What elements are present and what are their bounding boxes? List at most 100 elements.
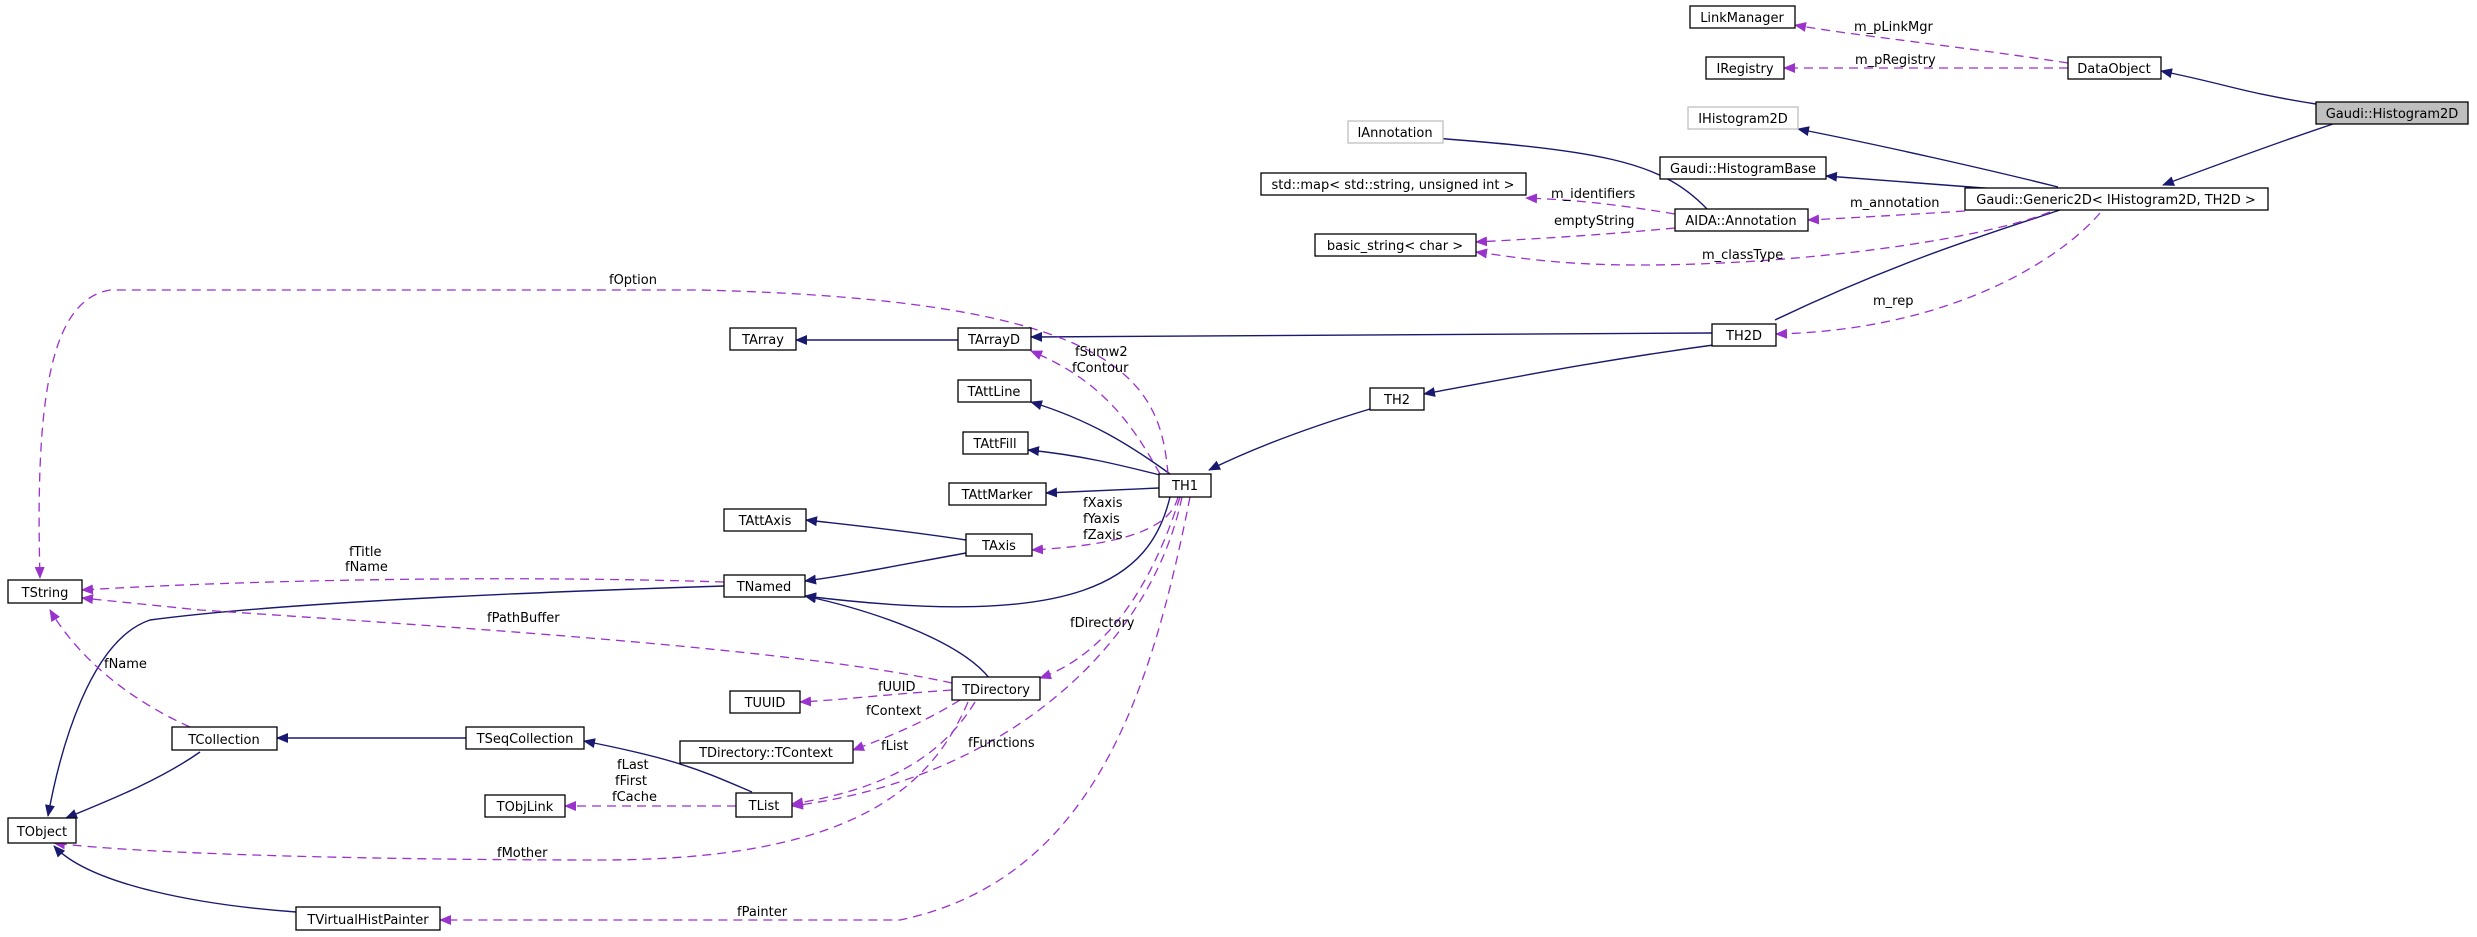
- edge-fMother: [53, 701, 969, 861]
- label-m_annotation: m_annotation: [1850, 196, 1940, 211]
- node-tattmarker[interactable]: TAttMarker: [948, 482, 1047, 506]
- node-label: Gaudi::Histogram2D: [2326, 107, 2459, 122]
- edge-th1-to-tattfill: [1027, 446, 1161, 476]
- node-gaudi-histogram2d[interactable]: Gaudi::Histogram2D: [2315, 101, 2469, 125]
- node-label: TAttAxis: [738, 514, 792, 529]
- node-tstring[interactable]: TString: [7, 579, 83, 604]
- label-fPainter: fPainter: [737, 905, 788, 920]
- inheritance-edges: [45, 68, 2334, 913]
- label-fDirectory: fDirectory: [1070, 616, 1135, 631]
- label-fContext: fContext: [866, 704, 922, 719]
- node-label: TVirtualHistPainter: [306, 913, 429, 928]
- edge-fFunctions: [791, 496, 1183, 810]
- node-tdirectory-tcontext[interactable]: TDirectory::TContext: [679, 740, 854, 764]
- node-label: IHistogram2D: [1698, 112, 1788, 127]
- node-tattaxis[interactable]: TAttAxis: [723, 508, 807, 532]
- node-label: AIDA::Annotation: [1685, 214, 1796, 229]
- node-tobjlink[interactable]: TObjLink: [484, 794, 566, 818]
- node-tseqcollection[interactable]: TSeqCollection: [465, 726, 585, 750]
- label-fUUID: fUUID: [878, 680, 915, 695]
- node-label: TAttMarker: [961, 488, 1033, 503]
- nodes: Gaudi::Histogram2D DataObject LinkManage…: [7, 5, 2469, 931]
- node-label: TNamed: [736, 580, 792, 595]
- node-label: TH1: [1171, 479, 1198, 494]
- node-tarray[interactable]: TArray: [729, 327, 797, 351]
- node-tattfill[interactable]: TAttFill: [962, 431, 1029, 455]
- edge-tdirectory-to-tnamed: [804, 593, 991, 680]
- label-fFunctions: fFunctions: [968, 736, 1035, 751]
- node-basic-string[interactable]: basic_string< char >: [1314, 233, 1477, 257]
- edge-fPathBuffer: [81, 594, 953, 684]
- edge-emptyString: [1475, 227, 1676, 247]
- edge-tvirtualhistpainter-to-tobject: [53, 845, 297, 913]
- node-label: TAttLine: [967, 385, 1021, 400]
- node-th1[interactable]: TH1: [1158, 473, 1212, 498]
- node-tobject[interactable]: TObject: [7, 817, 77, 844]
- edge-th1-to-tattmarker: [1045, 487, 1160, 498]
- node-th2d[interactable]: TH2D: [1711, 323, 1777, 347]
- edge-generic2d-to-ihistogram2d: [1797, 126, 2059, 188]
- label-fFirst: fFirst: [615, 774, 647, 789]
- node-iannotation[interactable]: IAnnotation: [1347, 120, 1444, 144]
- node-tcollection[interactable]: TCollection: [171, 726, 278, 751]
- node-label: TArrayD: [967, 333, 1020, 348]
- node-label: TString: [21, 586, 69, 601]
- label-fPathBuffer: fPathBuffer: [487, 611, 560, 626]
- edge-m_annotation: [1807, 210, 1966, 225]
- node-aida-annotation[interactable]: AIDA::Annotation: [1674, 208, 1809, 232]
- label-fYaxis: fYaxis: [1083, 512, 1120, 527]
- node-taxis[interactable]: TAxis: [965, 533, 1033, 557]
- label-m_pRegistry: m_pRegistry: [1855, 53, 1936, 68]
- edge-m_identifiers: [1525, 193, 1676, 215]
- label-emptyString: emptyString: [1554, 214, 1635, 229]
- node-tlist[interactable]: TList: [735, 792, 793, 818]
- node-th2[interactable]: TH2: [1369, 387, 1425, 411]
- node-label: TObject: [16, 825, 67, 840]
- node-label: LinkManager: [1700, 11, 1784, 26]
- node-label: TH2D: [1725, 329, 1762, 344]
- node-iregistry[interactable]: IRegistry: [1705, 56, 1785, 80]
- edge-th1-to-tattline: [1030, 400, 1171, 475]
- edge-fContext: [852, 699, 961, 751]
- edge-tcollection-to-tobject: [65, 751, 201, 819]
- edge-labels: m_pLinkMgr m_pRegistry m_identifiers emp…: [104, 20, 1940, 920]
- label-fList: fList: [881, 739, 908, 754]
- edge-generic2d-to-th2d: [1774, 209, 2061, 321]
- edge-fPainter: [439, 496, 1191, 925]
- label-m_classType: m_classType: [1702, 248, 1783, 263]
- node-label: Gaudi::HistogramBase: [1670, 162, 1816, 177]
- node-link-manager[interactable]: LinkManager: [1689, 5, 1796, 29]
- edge-annotation-to-iannotation: [1406, 131, 1708, 210]
- node-ihistogram2d[interactable]: IHistogram2D: [1687, 106, 1799, 130]
- node-tvirtualhistpainter[interactable]: TVirtualHistPainter: [295, 906, 441, 931]
- label-fLast: fLast: [617, 758, 649, 773]
- edge-th2-to-th1: [1208, 408, 1371, 471]
- node-gaudi-generic2d[interactable]: Gaudi::Generic2D< IHistogram2D, TH2D >: [1964, 187, 2269, 211]
- node-data-object[interactable]: DataObject: [2067, 56, 2162, 80]
- node-label: DataObject: [2077, 62, 2150, 77]
- edge-th2d-to-tarrayd: [1030, 331, 1713, 342]
- edge-fOption: [34, 289, 1169, 579]
- node-label: std::map< std::string, unsigned int >: [1272, 178, 1515, 193]
- node-label: Gaudi::Generic2D< IHistogram2D, TH2D >: [1976, 193, 2255, 208]
- edge-fName-coll: [49, 609, 191, 728]
- node-tattline[interactable]: TAttLine: [957, 379, 1032, 403]
- edge-tnamed-to-tobject: [45, 585, 725, 817]
- label-fZaxis: fZaxis: [1083, 528, 1123, 543]
- edge-tlist-to-tseqcollection: [583, 738, 753, 793]
- node-gaudi-histogram-base[interactable]: Gaudi::HistogramBase: [1659, 156, 1827, 180]
- node-tuuid[interactable]: TUUID: [729, 690, 801, 714]
- node-tarrayd[interactable]: TArrayD: [957, 327, 1032, 351]
- node-label: TAttFill: [972, 437, 1016, 452]
- node-tnamed[interactable]: TNamed: [723, 574, 806, 598]
- edge-th2d-to-th2: [1423, 342, 1729, 397]
- node-label: TUUID: [744, 696, 786, 711]
- label-fMother: fMother: [497, 846, 548, 861]
- node-label: TArray: [741, 333, 784, 348]
- node-label: IAnnotation: [1357, 126, 1432, 141]
- label-fSumw2: fSumw2: [1075, 345, 1128, 360]
- node-tdirectory[interactable]: TDirectory: [951, 676, 1041, 701]
- node-std-map[interactable]: std::map< std::string, unsigned int >: [1260, 172, 1527, 196]
- edge-m_classType: [1475, 211, 2051, 266]
